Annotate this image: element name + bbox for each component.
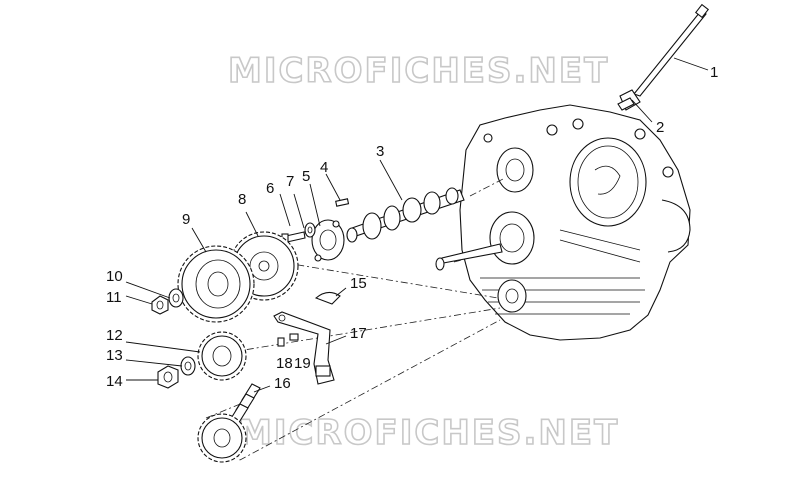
callout-14: 14	[106, 373, 123, 390]
washer-7	[304, 222, 316, 238]
nut-11	[151, 295, 169, 315]
callout-9: 9	[182, 211, 190, 228]
watermark-bottom: MICROFICHES.NET	[238, 413, 619, 453]
nut-14	[157, 365, 179, 389]
callout-19: 19	[294, 355, 311, 372]
callout-13: 13	[106, 347, 123, 364]
callout-5: 5	[302, 168, 310, 185]
callouts: 1 2 3 4 5 6 7 8 9 10 11 12 13 14 15 16 1…	[106, 64, 718, 392]
push-rod-sleeve	[617, 89, 641, 111]
callout-4: 4	[320, 159, 328, 176]
callout-3: 3	[376, 143, 384, 160]
idler-gear	[177, 245, 255, 323]
callout-10: 10	[106, 268, 123, 285]
leader-lines	[125, 57, 709, 393]
crankcase-housing	[459, 104, 691, 341]
callout-18: 18	[276, 355, 293, 372]
callout-7: 7	[286, 173, 294, 190]
washer-13	[180, 356, 196, 376]
callout-1: 1	[710, 64, 718, 81]
camshaft-flange	[311, 219, 345, 262]
screw-19	[289, 333, 299, 341]
lower-sprocket	[197, 413, 247, 463]
callout-11: 11	[106, 289, 122, 306]
camshaft	[346, 187, 465, 243]
timing-chain	[229, 383, 261, 425]
woodruff-key	[335, 198, 350, 207]
callout-16: 16	[274, 375, 291, 392]
callout-17: 17	[350, 325, 367, 342]
watermark-top: MICROFICHES.NET	[228, 51, 609, 91]
callout-6: 6	[266, 180, 274, 197]
callout-12: 12	[106, 327, 123, 344]
crank-gear	[197, 331, 247, 381]
crankshaft-stub	[435, 243, 503, 271]
chain-tensioner-bracket	[273, 311, 335, 385]
woodruff-key-15	[314, 291, 341, 305]
washer-10	[168, 288, 184, 308]
callout-2: 2	[656, 119, 664, 136]
callout-15: 15	[350, 275, 367, 292]
callout-8: 8	[238, 191, 246, 208]
screw-18	[277, 337, 285, 347]
push-rod	[633, 3, 710, 97]
